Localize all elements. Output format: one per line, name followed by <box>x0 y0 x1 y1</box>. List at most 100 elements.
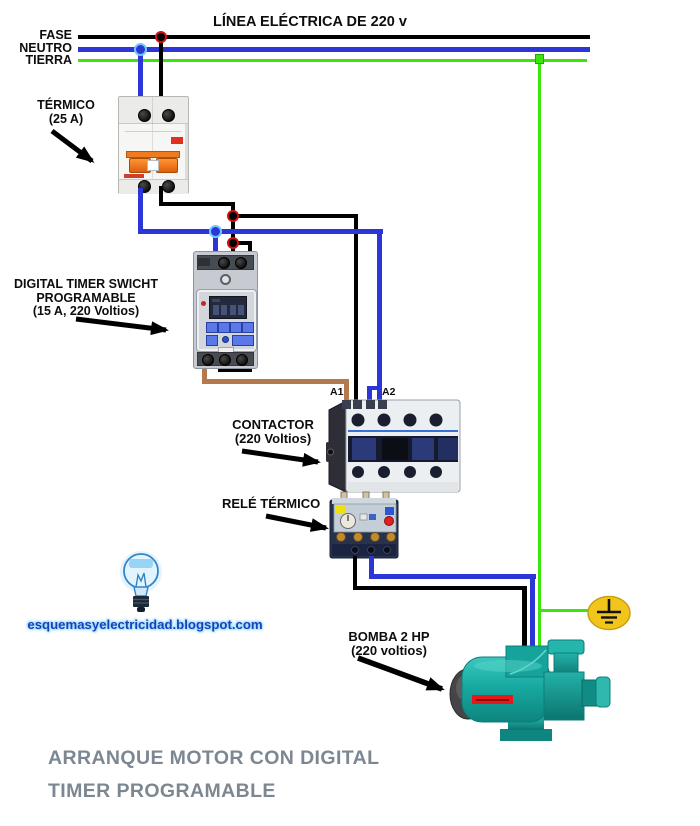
pump-housing <box>543 671 585 721</box>
timer-button <box>206 322 218 333</box>
breaker-divider <box>152 97 153 193</box>
bulb-neck <box>133 586 149 597</box>
relay-component <box>329 498 399 559</box>
pump-component <box>449 639 611 741</box>
timer-reset-button <box>222 336 229 343</box>
lightbulb-icon <box>120 551 162 612</box>
relay-yellow-flag <box>336 505 345 514</box>
relay-test-switch <box>359 513 368 521</box>
contactor-pole-hole <box>404 466 416 478</box>
fase-wire <box>159 186 163 206</box>
neutro-pump-wire <box>369 574 536 579</box>
tierra-bus-wire <box>78 59 587 62</box>
neutro-wire-to-contactor <box>377 229 382 406</box>
lcd-digit <box>230 305 236 315</box>
relay-blue-switch <box>369 514 376 520</box>
breaker-screw-icon <box>162 109 175 122</box>
timer-screw-icon <box>218 257 230 269</box>
tierra-drop-wire <box>538 60 541 650</box>
fase-wire <box>231 202 235 254</box>
timer-rating: (15 A, 220 Voltios) <box>32 304 140 318</box>
timer-button-wide <box>232 335 254 346</box>
contactor-rating: (220 Voltios) <box>234 431 312 447</box>
timer-component <box>193 251 258 369</box>
breaker-brand-mark <box>171 137 183 144</box>
timer-output-wire <box>202 379 349 384</box>
watermark-link[interactable]: esquemasyelectricidad.blogspot.com <box>27 617 263 632</box>
tierra-label: TIERRA <box>25 53 72 67</box>
contactor-pole-hole <box>377 413 391 427</box>
lcd-digit <box>213 305 219 315</box>
bulb-socket <box>133 596 149 607</box>
relay-arrow <box>265 513 329 532</box>
relay-screw-icon <box>370 532 380 542</box>
timer-terminal-slot <box>198 258 210 266</box>
breaker-screw-icon <box>162 180 175 193</box>
neutro-junction <box>209 225 222 238</box>
neutro-label: NEUTRO <box>19 41 72 55</box>
relay-name: RELÉ TÉRMICO <box>222 496 321 511</box>
neutro-drop-wire <box>138 49 143 98</box>
page-title: LÍNEA ELÉCTRICA DE 220 v <box>213 14 407 30</box>
bulb-tip <box>137 607 145 612</box>
neutro-wire <box>138 229 383 234</box>
contactor-terminal-a1-label: A1 <box>330 386 344 398</box>
pump-body-highlight <box>474 660 542 672</box>
pump-inlet-flange <box>547 639 585 655</box>
breaker-top-cap <box>119 97 188 124</box>
termico-label: TÉRMICO (25 A) <box>26 98 106 126</box>
fase-bus-wire <box>78 35 590 39</box>
breaker-bottom-cap <box>119 179 188 194</box>
timer-button <box>206 335 218 346</box>
fase-pump-wire <box>353 586 527 590</box>
relay-terminal <box>367 546 375 554</box>
fase-junction <box>227 237 239 249</box>
breaker-toggle-bar <box>126 151 180 158</box>
timer-screw-icon <box>219 354 231 366</box>
relay-top-edge <box>332 498 396 504</box>
contactor-terminal-screw <box>366 400 375 409</box>
fase-pump-wire <box>522 586 527 650</box>
termico-name: TÉRMICO <box>37 98 95 112</box>
timer-contact-wire <box>233 241 252 245</box>
tierra-junction <box>535 54 544 64</box>
timer-button <box>218 322 230 333</box>
contactor-terminal-screw <box>378 400 387 409</box>
relay-bottom-band <box>332 544 396 556</box>
breaker-face-line <box>125 131 181 132</box>
termico-arrow <box>50 129 95 163</box>
timer-contact-wire <box>218 368 252 372</box>
relay-screw-icon <box>386 532 396 542</box>
neutro-wire <box>138 188 143 234</box>
neutro-bus-wire <box>78 47 590 52</box>
contactor-bottom-strip <box>348 482 458 492</box>
relay-terminal <box>383 546 391 554</box>
fase-pump-wire <box>353 556 357 590</box>
contactor-name: CONTACTOR <box>232 417 314 432</box>
breaker-toggle-right <box>156 158 178 173</box>
contactor-pole-hole <box>429 413 443 427</box>
clock-icon <box>220 274 231 285</box>
timer-screw-icon <box>236 354 248 366</box>
contactor-band-block <box>438 438 458 460</box>
neutro-pump-wire <box>530 574 535 650</box>
neutro-jumper <box>367 386 382 390</box>
bomba-rating: (220 voltios) <box>351 643 427 659</box>
contactor-band-block <box>352 438 376 460</box>
contactor-band-block <box>382 438 408 460</box>
pump-red-stripe-line <box>476 699 509 701</box>
footer-line2: TIMER PROGRAMABLE <box>48 780 276 802</box>
pump-outlet-cap <box>595 676 611 708</box>
relay-screw-icon <box>353 532 363 542</box>
timer-led <box>201 301 206 306</box>
relay-blue-flag <box>385 507 394 515</box>
footer-line1: ARRANQUE MOTOR CON DIGITAL <box>48 747 380 769</box>
relay-terminal <box>351 546 359 554</box>
termico-rating: (25 A) <box>48 111 84 126</box>
timer-output-wire <box>202 361 207 383</box>
contactor-terminal-screw <box>342 400 351 409</box>
neutro-timer-stub <box>213 231 218 253</box>
breaker-rating-window <box>147 160 159 171</box>
relay-stop-button <box>384 516 394 526</box>
timer-label: DIGITAL TIMER SWICHT PROGRAMABLE (15 A, … <box>4 277 168 319</box>
